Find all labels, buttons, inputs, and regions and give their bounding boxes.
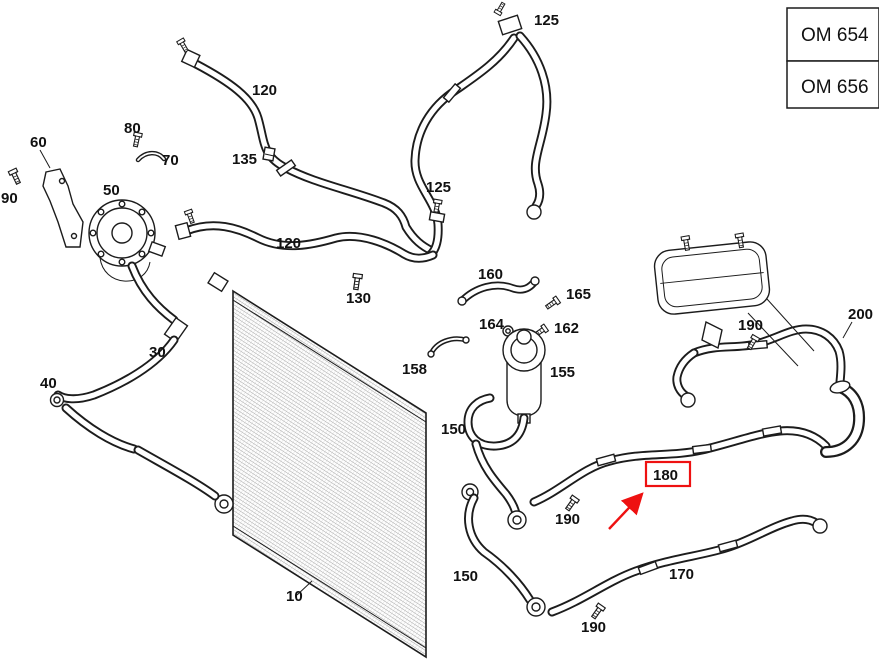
hose-clamp [691, 443, 713, 455]
radiator [207, 271, 427, 659]
legend-label-om656: OM 656 [801, 77, 869, 98]
hose-clamp [595, 453, 617, 467]
bolt-190-bottom [589, 602, 606, 621]
highlight-box [644, 460, 692, 488]
callout-90: 90 [1, 190, 18, 207]
bracket-160 [457, 276, 540, 306]
hose-clamp [442, 82, 462, 104]
callout-125-b: 125 [426, 179, 451, 196]
fitting-bolt-icon [493, 0, 507, 17]
leader-line [296, 580, 313, 596]
callout-200: 200 [848, 306, 873, 323]
legend-box-om656 [786, 60, 879, 109]
radiator-top-fitting [207, 271, 229, 293]
clamp-158 [427, 336, 470, 358]
fitting-125-top [497, 14, 523, 36]
legend-label-om654: OM 654 [801, 25, 869, 46]
callout-162: 162 [554, 320, 579, 337]
highlight-arrow [608, 492, 644, 530]
hose-150-upper [463, 393, 529, 530]
highlight-180 [608, 460, 692, 530]
callout-60: 60 [30, 134, 47, 151]
leader-line [842, 321, 853, 339]
clip-70 [135, 150, 167, 163]
hose-elbow-end [526, 204, 542, 220]
hose-pump-outlet [49, 261, 220, 501]
callout-180: 180 [653, 467, 678, 484]
hose-170 [547, 514, 828, 617]
hose-180 [529, 381, 866, 507]
callout-30: 30 [149, 344, 166, 361]
hose-clamp [761, 425, 783, 437]
hose-clamp [717, 539, 739, 553]
connector-bolt-icon [176, 37, 191, 54]
callout-130: 130 [346, 290, 371, 307]
callout-120-a: 120 [252, 82, 277, 99]
aux-water-pump-155 [502, 328, 546, 424]
bolt-90 [7, 167, 23, 186]
callout-155: 155 [550, 364, 575, 381]
hose-flange [174, 221, 192, 241]
hose-clamp [637, 560, 659, 576]
callout-150-a: 150 [441, 421, 466, 438]
bolt-190-mid [563, 494, 580, 513]
bolt-130 [350, 272, 364, 291]
callout-170: 170 [669, 566, 694, 583]
callout-10: 10 [286, 588, 303, 605]
callout-70: 70 [162, 152, 179, 169]
callout-160: 160 [478, 266, 503, 283]
hose-middle-120 [174, 208, 438, 263]
flange-bolt-icon [183, 208, 197, 225]
hose-end [812, 518, 828, 534]
clamp-ring [829, 380, 851, 394]
hose-top-y-125 [410, 0, 552, 260]
clip-135 [262, 146, 276, 162]
bracket-under-cooler [701, 320, 723, 350]
callout-80: 80 [124, 120, 141, 137]
callout-190-a: 190 [738, 317, 763, 334]
callout-164: 164 [479, 316, 505, 333]
callout-50: 50 [103, 182, 120, 199]
callout-190-b: 190 [555, 511, 580, 528]
callout-165: 165 [566, 286, 591, 303]
callout-190-c: 190 [581, 619, 606, 636]
callout-125-a: 125 [534, 12, 559, 29]
callout-120-b: 120 [276, 235, 301, 252]
coolant-pump-50 [88, 199, 167, 282]
hose-top-left-120 [176, 37, 437, 256]
leader-line [766, 298, 815, 352]
callout-labels: 125 120 60 80 70 135 90 50 125 120 130 1… [1, 12, 873, 636]
bracket-60 [39, 149, 84, 248]
hose-200 [672, 324, 851, 408]
callout-158: 158 [402, 361, 427, 378]
callout-150-b: 150 [453, 568, 478, 585]
callout-40: 40 [40, 375, 57, 392]
legend-box-om654 [786, 7, 879, 62]
bolt-165 [543, 295, 562, 312]
leader-line [747, 312, 799, 367]
hose-clamp [275, 158, 297, 178]
hose-150-lower [461, 483, 546, 617]
callout-135: 135 [232, 151, 257, 168]
hose-end-connector [180, 48, 201, 69]
oil-heat-exchanger [653, 232, 771, 315]
engine-variant-legend: OM 654 OM 656 [786, 7, 879, 109]
